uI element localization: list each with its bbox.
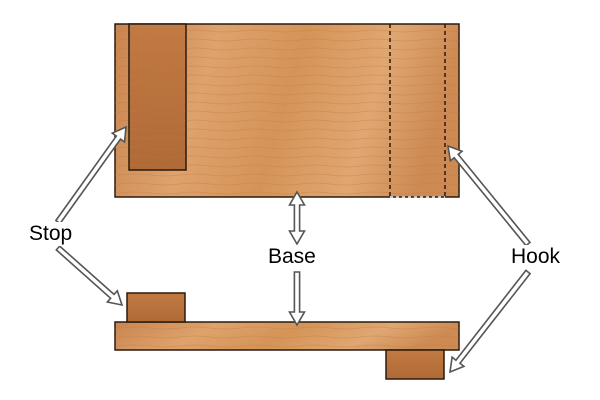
stop-arrow-to-side (55, 244, 124, 307)
stop-arrow-to-top (54, 125, 127, 225)
top-view-stop (128, 23, 187, 171)
base-arrow-up (288, 190, 306, 246)
base-label: Base (266, 245, 318, 269)
side-view-base (114, 321, 460, 351)
side-view-stop (126, 292, 186, 323)
stop-label: Stop (27, 222, 75, 246)
base-arrow-down (288, 271, 306, 327)
hook-arrow-to-top (446, 144, 532, 247)
side-view-hook (385, 349, 445, 380)
arrows (54, 125, 532, 374)
top-view-hook-hidden-edge (389, 24, 446, 198)
hook-arrow-to-side (449, 269, 532, 374)
hook-label: Hook (509, 245, 563, 269)
